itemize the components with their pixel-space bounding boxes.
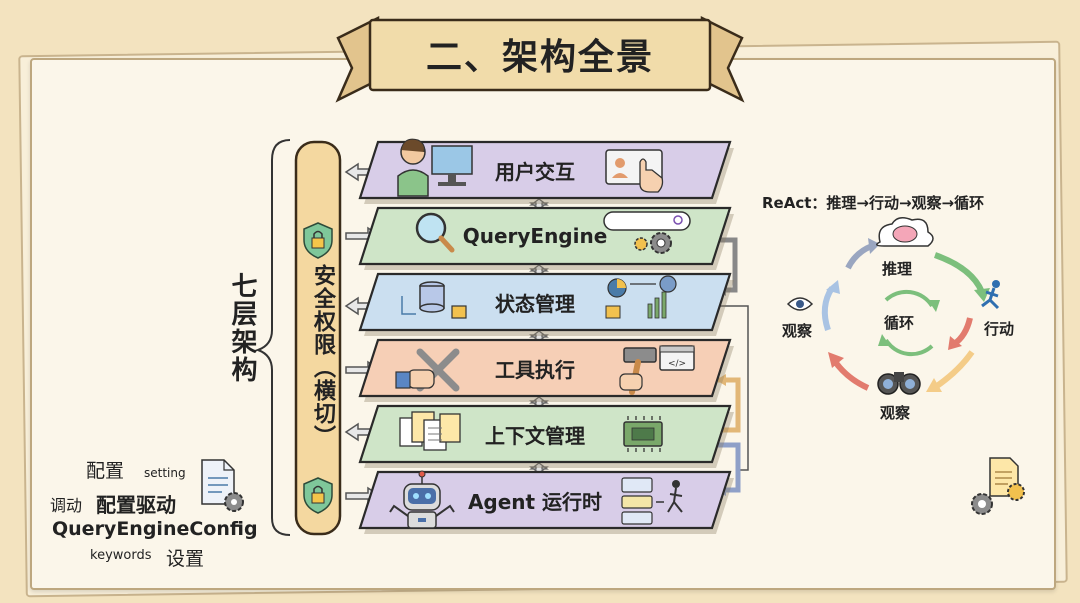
page-title: 二、架构全景 <box>425 37 654 78</box>
config-line1: 配置 <box>86 460 125 482</box>
user-at-computer-icon <box>397 138 473 197</box>
eye-icon <box>786 297 814 311</box>
react-heading: ReAct：推理→行动→观察→循环 <box>762 194 985 212</box>
layer-1-label: 用户交互 <box>495 159 575 184</box>
config-line3: QueryEngineConfig <box>52 518 258 540</box>
layer-4-label: 工具执行 <box>495 357 575 382</box>
config-line2-prefix: 调动 <box>50 496 83 515</box>
react-observe-bottom-label: 观察 <box>880 404 911 422</box>
svg-text:</>: </> <box>668 359 686 369</box>
gear-icon-query <box>634 232 672 254</box>
react-loop-label: 循环 <box>884 314 915 332</box>
runner-icon <box>981 280 1000 310</box>
layer-6-label: Agent 运行时 <box>467 489 603 514</box>
corner-document-gear-icon <box>971 457 1025 515</box>
react-act-label: 行动 <box>984 320 1015 338</box>
config-line2-main: 配置驱动 <box>96 493 176 517</box>
react-reason-label: 推理 <box>882 260 913 278</box>
security-bar-label: 安全权限（横切） <box>310 264 335 448</box>
config-line4-small: keywords <box>90 548 152 563</box>
hammer-hand-icon <box>619 347 657 395</box>
wrench-hand-icon <box>395 348 460 392</box>
touch-screen-icon <box>605 149 664 193</box>
layer-2-label: QueryEngine <box>462 224 608 248</box>
database-icon <box>401 281 467 319</box>
react-observe-left-label: 观察 <box>782 322 813 340</box>
layer-5-label: 上下文管理 <box>485 423 585 448</box>
code-window-icon: </> <box>659 345 695 371</box>
shield-icon-top <box>303 222 333 259</box>
seven-layer-label: 七层架构 <box>227 272 257 384</box>
documents-icon <box>399 411 461 451</box>
agent-flow-icon <box>621 477 683 525</box>
config-line1-small: setting <box>144 466 186 480</box>
binoculars-icon <box>877 372 921 395</box>
layer-3-label: 状态管理 <box>495 291 575 316</box>
config-line4-suffix: 设置 <box>166 548 205 570</box>
robot-icon <box>389 470 455 529</box>
config-document-gear-icon <box>201 459 244 512</box>
analytics-chart-icon <box>605 275 677 319</box>
brain-cloud-icon <box>876 217 934 247</box>
search-bar-icon <box>603 211 691 231</box>
chip-icon <box>623 416 663 452</box>
shield-icon-bottom <box>303 477 333 514</box>
search-icon <box>415 212 455 253</box>
